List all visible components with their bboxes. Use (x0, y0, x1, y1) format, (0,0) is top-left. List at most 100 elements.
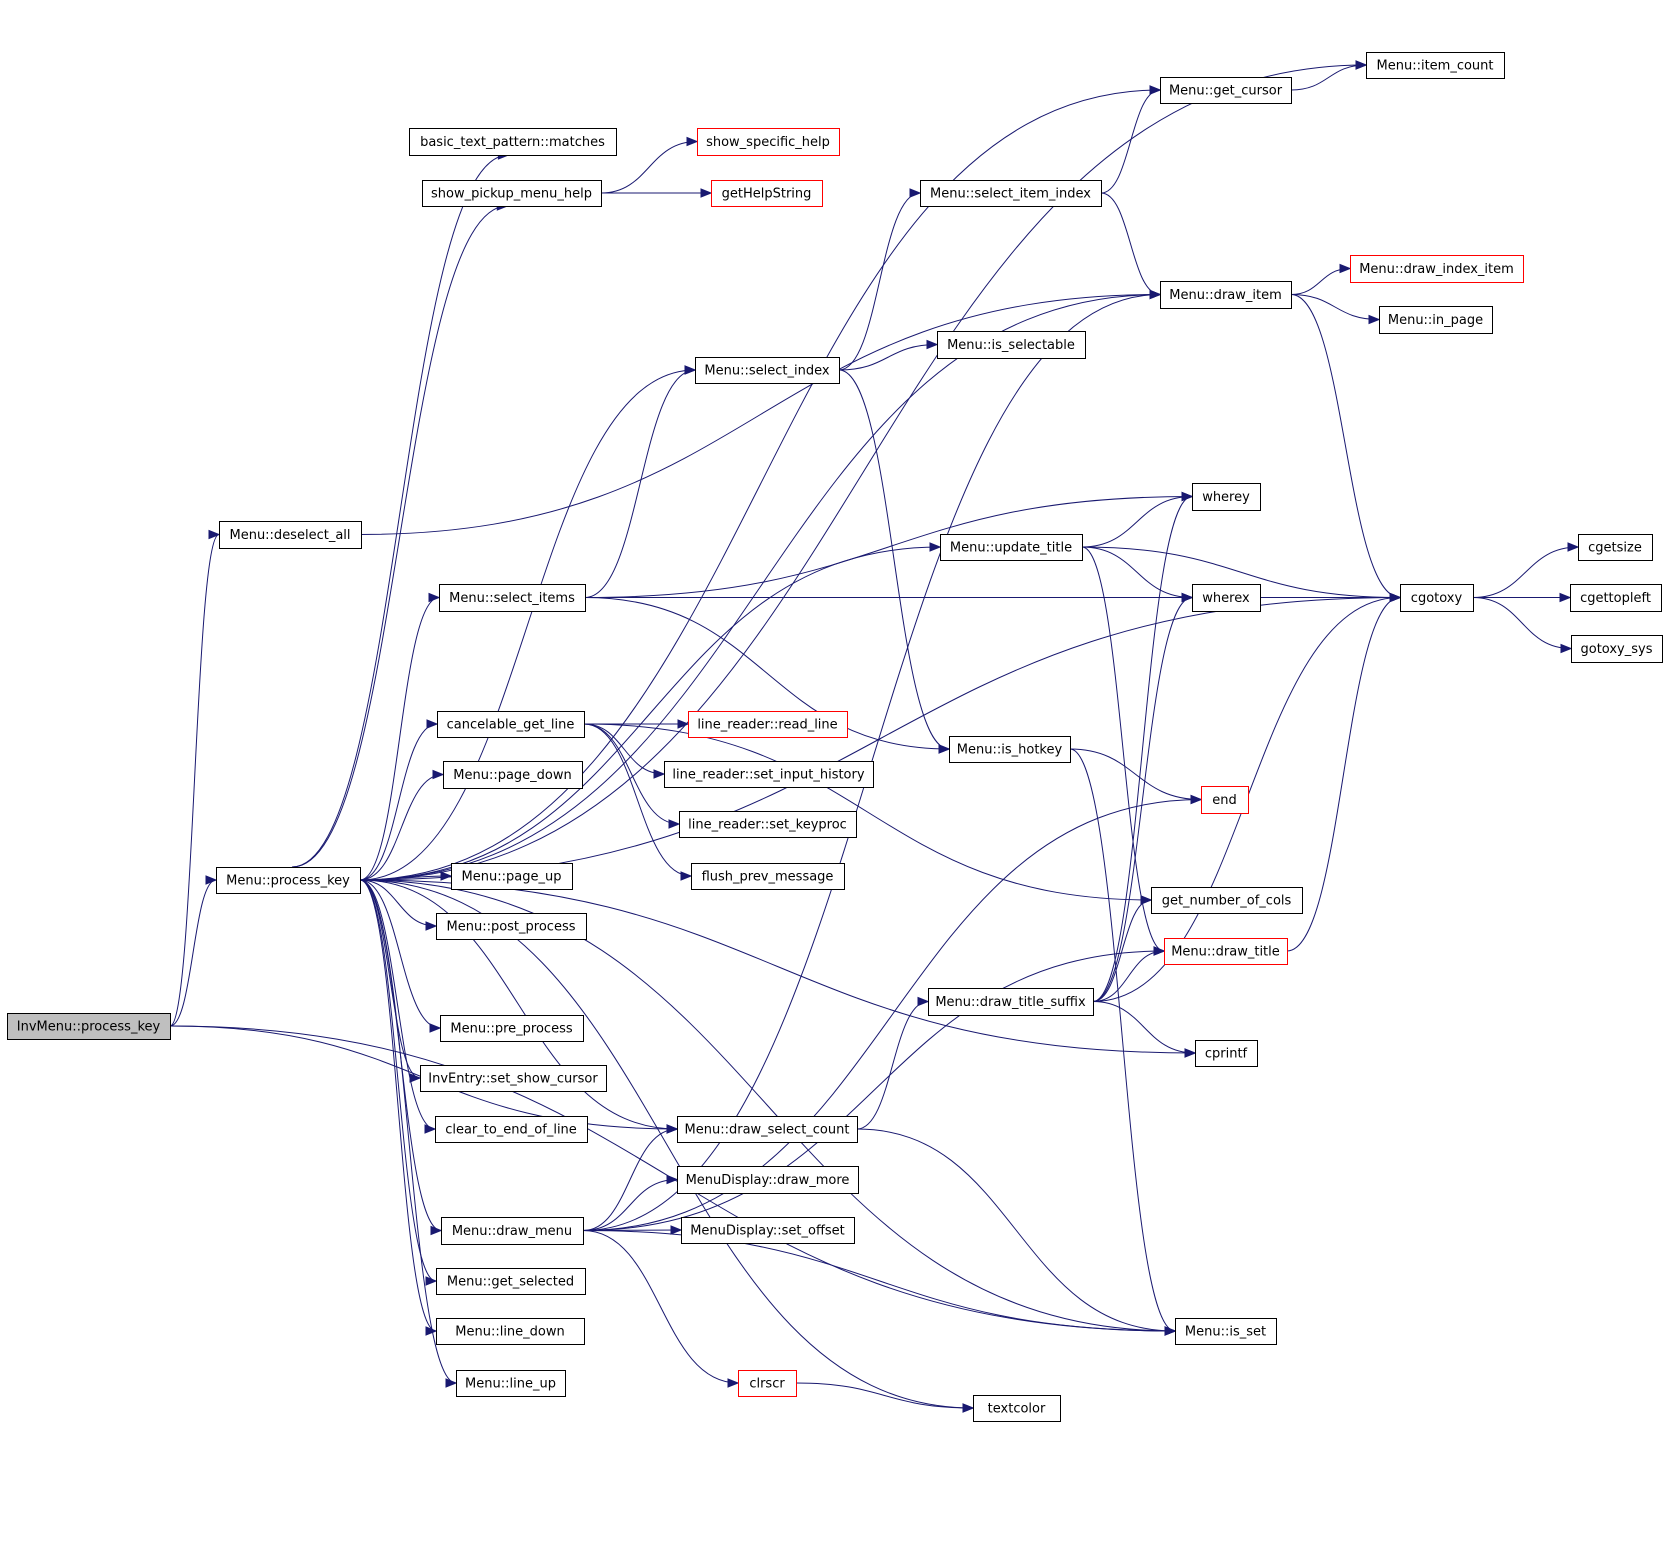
node-cancelable_get_line[interactable]: cancelable_get_line (437, 711, 585, 738)
edge-menu_process_key-to-menu_page_down (359, 774, 444, 881)
node-end[interactable]: end (1201, 786, 1249, 814)
edge-menu_select_index-to-menu_select_item_index (838, 192, 921, 371)
edge-menu_select_items-to-wherey (584, 496, 1193, 598)
edge-arrowhead (205, 875, 218, 885)
edge-menu_process_key-to-inventry_set_show_cursor (359, 879, 421, 1079)
node-menu_update_title[interactable]: Menu::update_title (940, 534, 1083, 561)
node-clrscr[interactable]: clrscr (738, 1370, 797, 1397)
node-box (664, 761, 874, 788)
node-box (1160, 77, 1292, 104)
node-line_reader_read_line[interactable]: line_reader::read_line (688, 711, 848, 738)
node-menu_item_count[interactable]: Menu::item_count (1366, 52, 1505, 79)
node-box (697, 128, 840, 156)
node-box (1366, 52, 1505, 79)
edge-arrowhead (684, 365, 697, 375)
node-box (436, 1268, 586, 1295)
edge-menu_process_key-to-show_pickup_menu_help (292, 205, 508, 868)
node-menu_draw_title[interactable]: Menu::draw_title (1164, 938, 1288, 965)
node-menu_get_selected[interactable]: Menu::get_selected (436, 1268, 586, 1295)
edge-arrowhead (1560, 643, 1573, 654)
node-show_specific_help[interactable]: show_specific_help (697, 128, 840, 156)
node-menu_post_process[interactable]: Menu::post_process (436, 913, 587, 940)
node-get_number_of_cols[interactable]: get_number_of_cols (1151, 887, 1303, 914)
node-menu_draw_menu[interactable]: Menu::draw_menu (441, 1217, 584, 1245)
edge-menu_draw_title-to-cgotoxy (1286, 597, 1401, 952)
node-label: Menu::page_up (462, 870, 562, 885)
node-label: Menu::post_process (447, 920, 576, 935)
node-label: Menu::select_index (704, 364, 829, 379)
edge-menu_process_key-to-cancelable_get_line (359, 723, 438, 881)
node-menu_draw_index_item[interactable]: Menu::draw_index_item (1350, 255, 1524, 283)
node-box (1175, 1318, 1277, 1345)
node-menu_draw_select_count[interactable]: Menu::draw_select_count (677, 1116, 858, 1143)
node-wherex[interactable]: wherex (1192, 584, 1261, 612)
node-box (1578, 534, 1653, 561)
edge-menu_process_key-to-menu_line_up (359, 879, 457, 1384)
node-cgetsize[interactable]: cgetsize (1578, 534, 1653, 561)
node-box (437, 711, 585, 738)
node-menu_is_set[interactable]: Menu::is_set (1175, 1318, 1277, 1345)
node-cprintf[interactable]: cprintf (1195, 1040, 1258, 1067)
node-menu_deselect_all[interactable]: Menu::deselect_all (219, 521, 362, 549)
node-box (436, 1318, 585, 1345)
edge-menu_process_key-to-menu_draw_select_count (359, 879, 678, 1130)
node-textcolor[interactable]: textcolor (973, 1395, 1061, 1422)
node-label: line_reader::set_input_history (672, 768, 864, 783)
node-menu_in_page[interactable]: Menu::in_page (1379, 306, 1493, 334)
node-menu_line_down[interactable]: Menu::line_down (436, 1318, 585, 1345)
node-menu_is_hotkey[interactable]: Menu::is_hotkey (949, 736, 1071, 763)
node-box (1570, 584, 1662, 612)
node-label: Menu::select_items (449, 591, 575, 606)
node-label: cprintf (1205, 1047, 1248, 1062)
node-gethelpstring[interactable]: getHelpString (711, 180, 823, 207)
node-cgotoxy[interactable]: cgotoxy (1400, 584, 1474, 612)
node-menu_process_key[interactable]: Menu::process_key (216, 867, 361, 894)
node-menu_line_up[interactable]: Menu::line_up (456, 1370, 566, 1397)
node-box (677, 1116, 858, 1143)
node-menu_select_index[interactable]: Menu::select_index (695, 357, 840, 384)
node-invmenu_process_key[interactable]: InvMenu::process_key (7, 1013, 171, 1040)
edge-arrowhead (430, 1225, 443, 1236)
node-box (7, 1013, 171, 1040)
edge-menu_is_hotkey-to-menu_is_set (1069, 748, 1176, 1332)
node-clear_to_end_of_line[interactable]: clear_to_end_of_line (435, 1116, 588, 1143)
node-menu_page_down[interactable]: Menu::page_down (443, 761, 583, 789)
edge-menu_process_key-to-menu_line_down (359, 879, 437, 1332)
edge-arrowhead (432, 769, 445, 780)
node-menu_draw_item[interactable]: Menu::draw_item (1160, 281, 1292, 309)
edge-menu_deselect_all-to-menu_draw_item (360, 294, 1161, 535)
node-menudisplay_set_offset[interactable]: MenuDisplay::set_offset (681, 1217, 855, 1244)
node-box (1350, 255, 1524, 283)
node-basic_text_pattern_matches[interactable]: basic_text_pattern::matches (409, 128, 617, 156)
node-menu_page_up[interactable]: Menu::page_up (451, 863, 573, 890)
edge-invmenu_process_key-to-menu_process_key (169, 879, 217, 1027)
edge-menu_process_key-to-menu_get_selected (359, 879, 437, 1282)
edge-arrowhead (440, 871, 453, 881)
node-cgettopleft[interactable]: cgettopleft (1570, 584, 1662, 612)
node-show_pickup_menu_help[interactable]: show_pickup_menu_help (422, 180, 602, 207)
edge-arrowhead (1184, 1048, 1197, 1058)
node-menudisplay_draw_more[interactable]: MenuDisplay::draw_more (677, 1166, 859, 1194)
node-menu_select_items[interactable]: Menu::select_items (439, 584, 586, 612)
edge-arrowhead (425, 1276, 438, 1286)
node-gotoxy_sys[interactable]: gotoxy_sys (1571, 635, 1663, 663)
edge-arrowhead (428, 592, 441, 603)
node-box (677, 1166, 859, 1194)
edge-menu_select_index-to-menu_is_hotkey (838, 369, 950, 750)
edge-cgotoxy-to-gotoxy_sys (1472, 597, 1572, 649)
node-menu_select_item_index[interactable]: Menu::select_item_index (920, 180, 1102, 207)
node-wherey[interactable]: wherey (1192, 483, 1261, 511)
node-label: gotoxy_sys (1581, 642, 1653, 657)
edge-menu_process_key-to-basic_text_pattern_matches (291, 154, 509, 868)
node-menu_is_selectable[interactable]: Menu::is_selectable (937, 331, 1086, 359)
node-menu_pre_process[interactable]: Menu::pre_process (440, 1015, 584, 1042)
node-label: Menu::get_selected (447, 1275, 574, 1290)
node-line_reader_set_keyproc[interactable]: line_reader::set_keyproc (679, 811, 857, 838)
node-line_reader_set_input_history[interactable]: line_reader::set_input_history (664, 761, 874, 788)
node-menu_get_cursor[interactable]: Menu::get_cursor (1160, 77, 1292, 104)
node-inventry_set_show_cursor[interactable]: InvEntry::set_show_cursor (420, 1065, 607, 1092)
edge-arrowhead (917, 996, 930, 1007)
node-menu_draw_title_suffix[interactable]: Menu::draw_title_suffix (928, 988, 1094, 1016)
edge-menu_draw_title_suffix-to-cprintf (1092, 1001, 1196, 1054)
node-flush_prev_message[interactable]: flush_prev_message (691, 863, 845, 890)
